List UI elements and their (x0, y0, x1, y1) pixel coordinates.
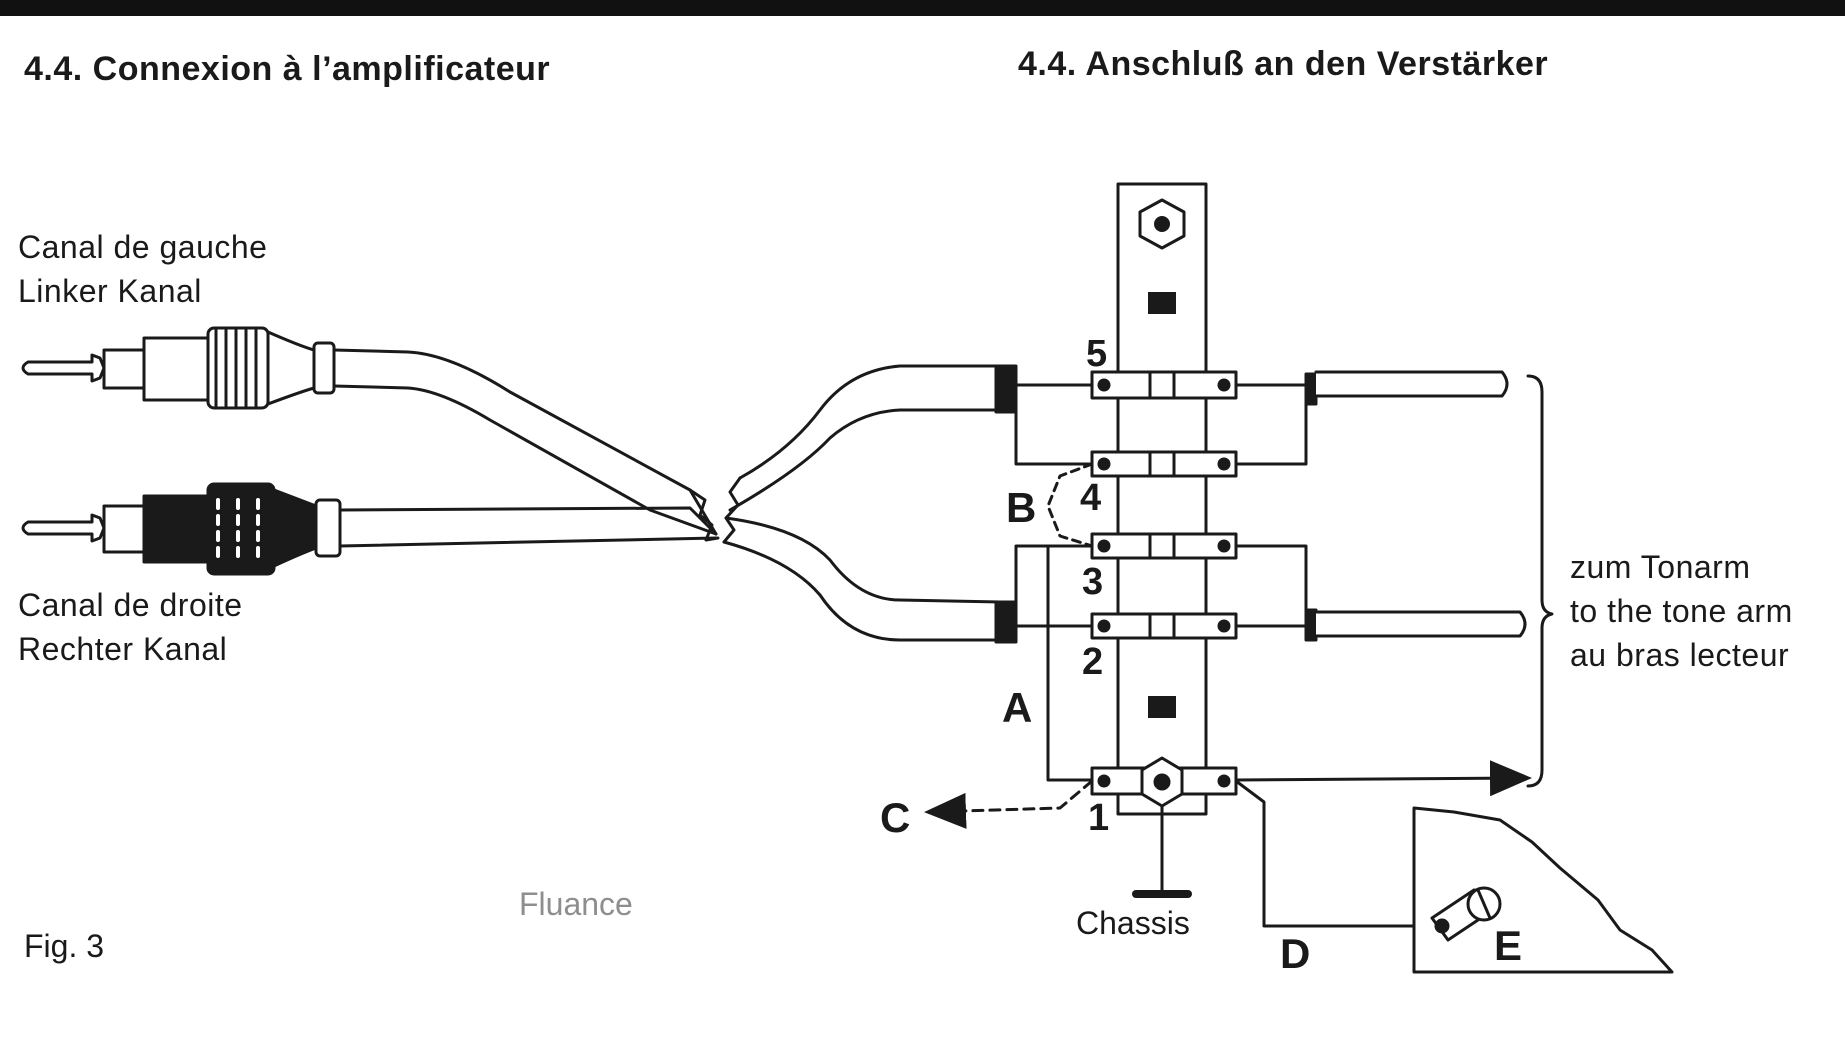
left-cable (332, 348, 718, 536)
cable-break-right (722, 476, 742, 544)
tone-arm-caption-fr: au bras lecteur (1570, 637, 1790, 673)
tone-arm-sleeve-upper (1304, 372, 1318, 406)
terminal-label-3: 3 (1082, 561, 1103, 603)
tone-arm-brace (1526, 374, 1554, 788)
wire-d (1234, 779, 1444, 928)
right-rca-plug (21, 482, 342, 576)
right-cable (338, 506, 718, 548)
mounting-hole-upper (1148, 292, 1176, 314)
cable-sleeve-lower (994, 600, 1018, 644)
section-heading-french: 4.4. Connexion à l’amplificateur (24, 50, 551, 88)
tone-arm-sleeve-lower (1304, 608, 1318, 642)
terminal-strip (1116, 182, 1208, 816)
wire-label-d: D (1280, 930, 1310, 977)
figure-label: Fig. 3 (24, 928, 105, 964)
watermark: Fluance (519, 886, 633, 922)
split-cable-upper (728, 364, 1002, 512)
wire-label-b: B (1006, 484, 1036, 531)
left-channel-caption: Canal de gauche Linker Kanal (18, 225, 267, 313)
right-side-wiring (1234, 383, 1308, 628)
terminal-label-4: 4 (1080, 477, 1101, 519)
left-channel-caption-fr: Canal de gauche (18, 229, 268, 265)
tone-arm-cables (1314, 370, 1527, 638)
cropped-next-text (0, 1034, 1845, 1049)
cable-break-left (688, 488, 720, 542)
tone-arm-caption-de: zum Tonarm (1570, 549, 1751, 585)
left-channel-caption-de: Linker Kanal (18, 273, 202, 309)
wire-a (1046, 544, 1094, 782)
wire-label-a: A (1002, 684, 1032, 731)
right-channel-caption-fr: Canal de droite (18, 587, 243, 623)
tone-arm-caption: zum Tonarm to the tone arm au bras lecte… (1570, 545, 1793, 677)
wire-label-e: E (1494, 922, 1522, 969)
wire-label-c: C (880, 794, 910, 841)
left-rca-plug (21, 326, 336, 410)
ground-wire-to-tone-arm (1234, 760, 1532, 797)
right-channel-caption-de: Rechter Kanal (18, 631, 228, 667)
terminal-label-2: 2 (1082, 641, 1103, 683)
mounting-hole-lower (1148, 696, 1176, 718)
split-cable-lower (722, 516, 1002, 642)
wire-b-bridge (1046, 462, 1094, 548)
terminal-label-1: 1 (1088, 797, 1109, 839)
chassis-ground (1132, 804, 1192, 898)
top-border-bar (0, 0, 1845, 16)
section-heading-german: 4.4. Anschluß an den Verstärker (1018, 45, 1549, 83)
chassis-label: Chassis (1076, 905, 1190, 941)
terminal-label-5: 5 (1086, 333, 1107, 375)
wire-c-dashed (924, 779, 1094, 829)
cable-sleeve-upper (994, 364, 1018, 414)
right-channel-caption: Canal de droite Rechter Kanal (18, 583, 243, 671)
screw-e-icon (1430, 886, 1502, 942)
terminal-lugs (1090, 370, 1238, 808)
turntable-chassis-piece (1412, 806, 1674, 974)
tone-arm-caption-en: to the tone arm (1570, 593, 1793, 629)
